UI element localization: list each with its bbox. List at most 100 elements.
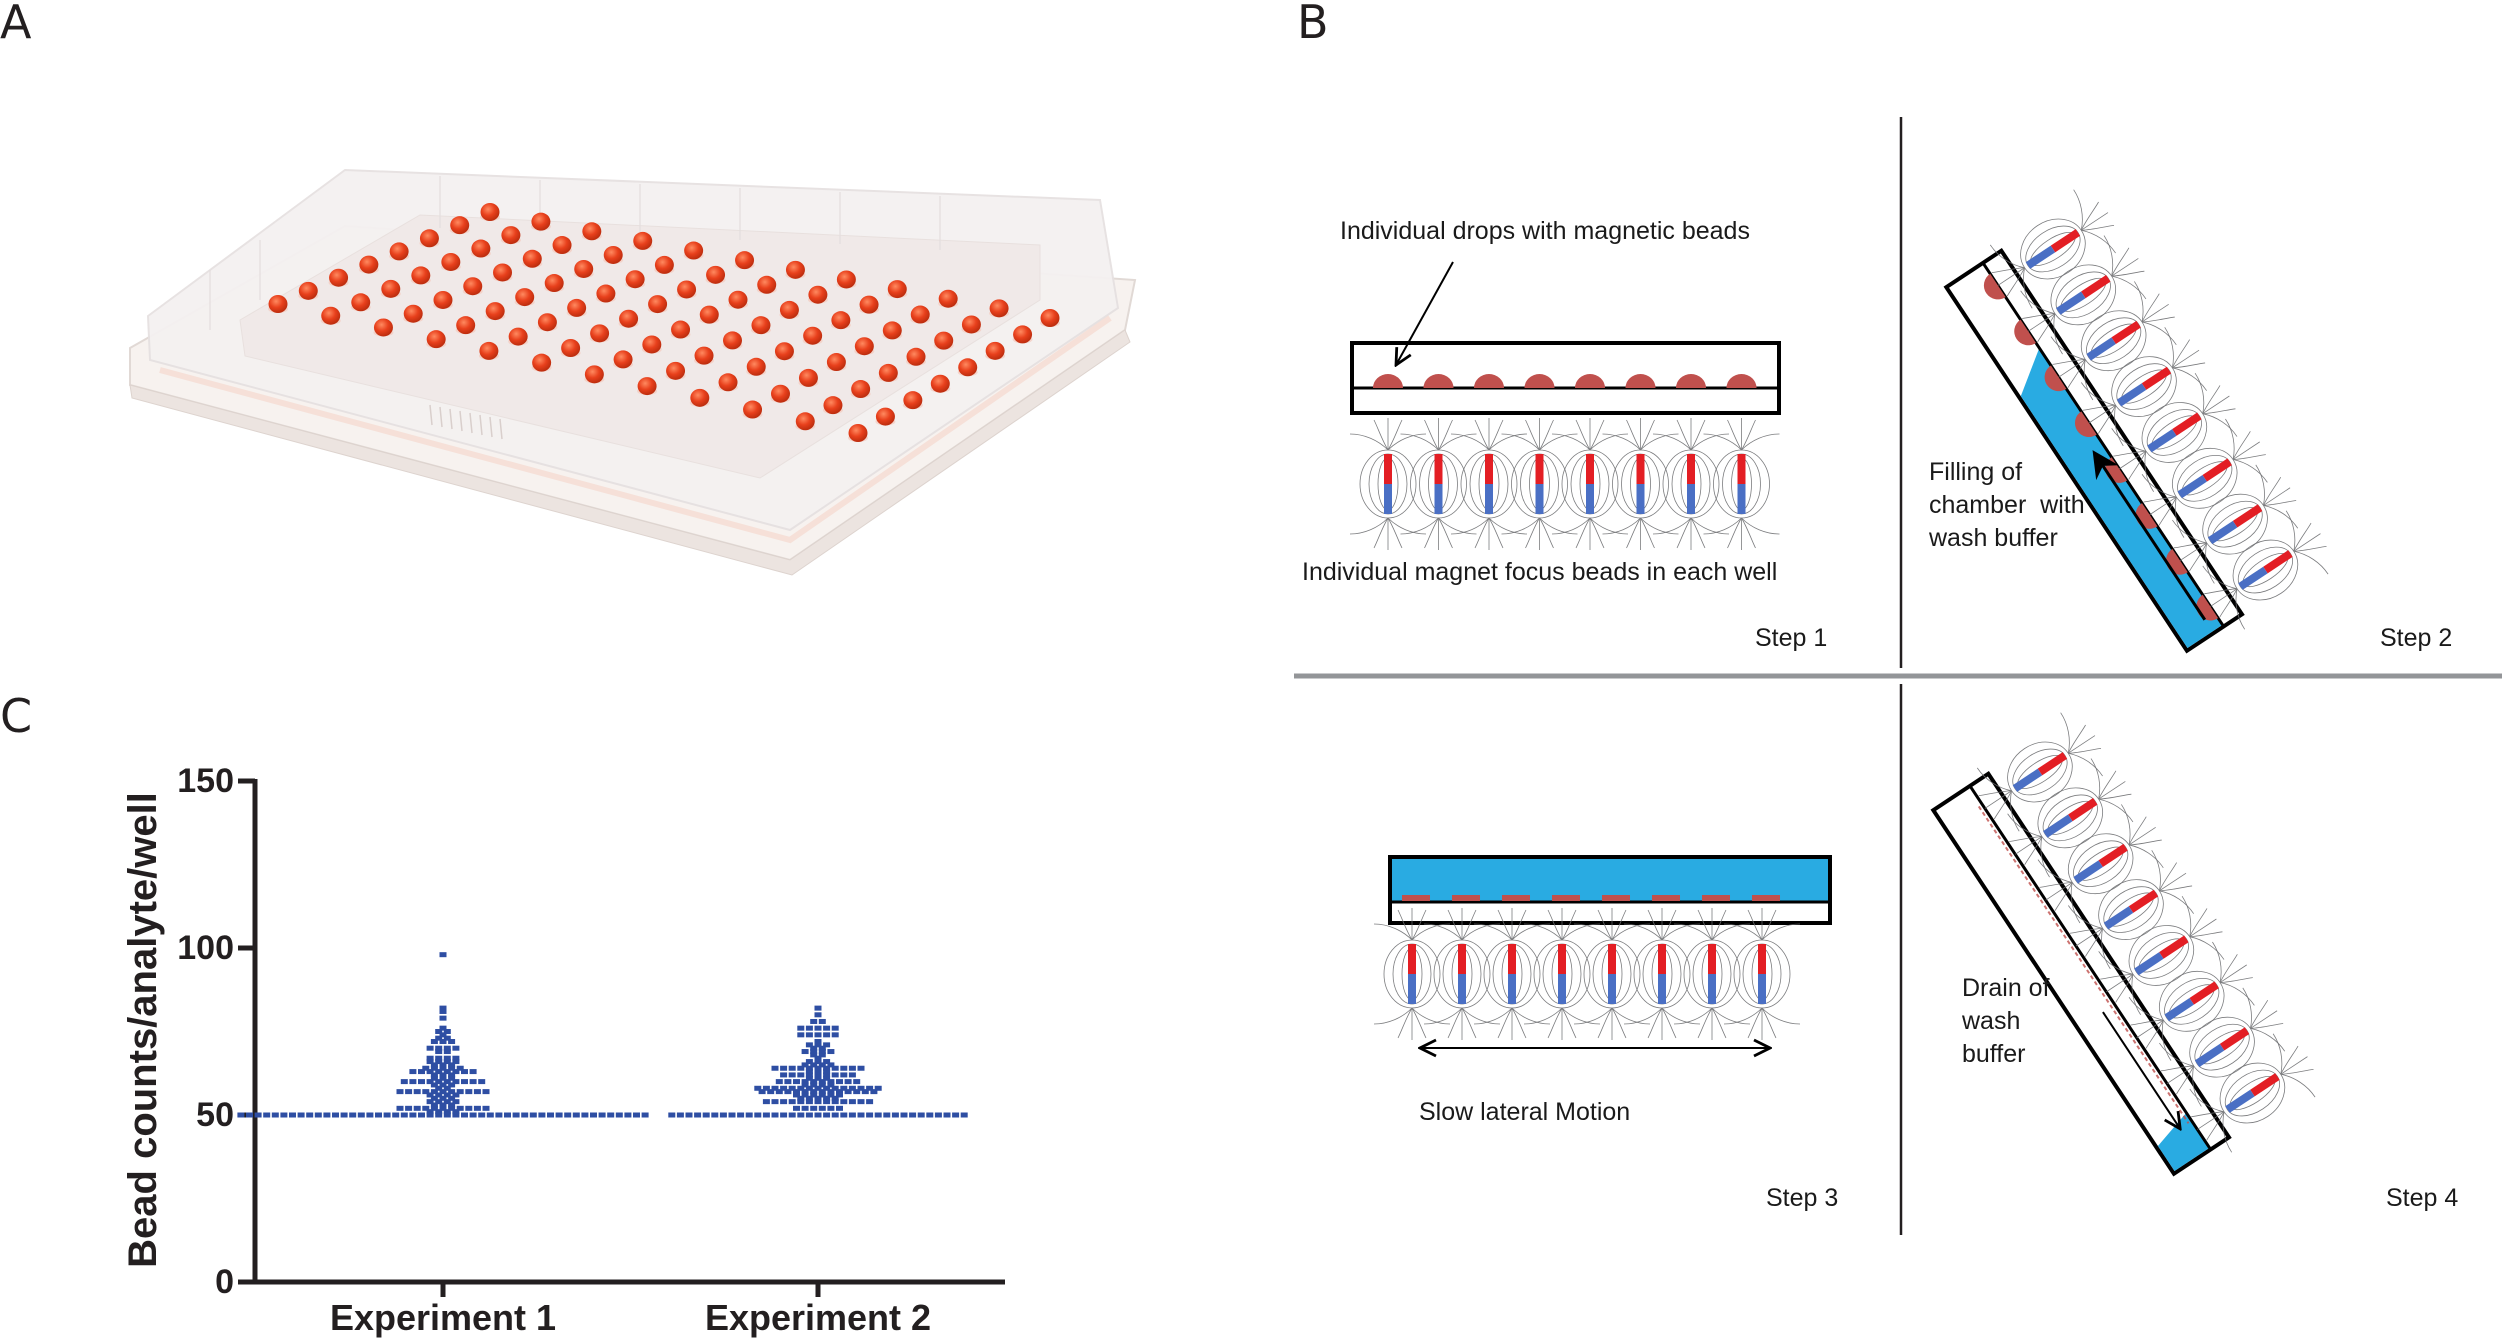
data-point (297, 1112, 305, 1118)
data-point (375, 1112, 382, 1118)
plate-bead (859, 295, 880, 314)
data-point (478, 1112, 486, 1118)
plate-bead (492, 263, 513, 282)
bead-drop (1726, 374, 1757, 388)
data-point (405, 1089, 413, 1095)
data-point (598, 1112, 606, 1118)
data-point (289, 1112, 296, 1118)
plate-bead (746, 357, 767, 376)
magnet-icon (2024, 795, 2178, 933)
data-point (624, 1112, 632, 1118)
magnet-icon (1349, 417, 1427, 551)
data-point (805, 1059, 813, 1065)
plate-bead (440, 252, 461, 271)
bead-drop (1474, 374, 1504, 388)
plate-bead (584, 365, 605, 384)
data-point (801, 1049, 809, 1055)
data-point (797, 1085, 805, 1091)
data-point (633, 1112, 640, 1118)
data-point (823, 1059, 831, 1065)
data-point (422, 1089, 430, 1095)
data-point (306, 1112, 314, 1118)
data-point (482, 1105, 490, 1111)
data-point (848, 1085, 856, 1091)
plate-bead (514, 288, 535, 307)
data-point (788, 1065, 796, 1071)
data-point (737, 1112, 745, 1118)
data-point (745, 1112, 753, 1118)
plate-bead (699, 305, 720, 324)
data-point (366, 1112, 374, 1118)
data-point (836, 1079, 843, 1085)
plate-bead (961, 315, 982, 334)
plate-bead (641, 335, 662, 354)
data-point (818, 1082, 826, 1088)
data-point (762, 1112, 770, 1118)
step3-magnet-array (1373, 907, 1801, 1041)
plate-bead (742, 400, 763, 419)
data-point (409, 1079, 417, 1085)
data-point (340, 1112, 348, 1118)
bead-drop (2166, 548, 2188, 575)
data-point (848, 1065, 856, 1071)
data-point (810, 1045, 818, 1051)
data-point (439, 1095, 447, 1101)
step2-step-label: Step 2 (2380, 624, 2453, 652)
data-point (810, 1049, 818, 1055)
data-point (452, 1045, 460, 1051)
step3-chamber (1388, 855, 1832, 925)
bead-drop (1423, 374, 1454, 388)
data-point (435, 1079, 443, 1085)
data-point (452, 1109, 460, 1115)
data-point (805, 1112, 813, 1118)
magnet-icon (2084, 886, 2238, 1025)
data-point (430, 1105, 438, 1111)
data-point (461, 1112, 468, 1118)
data-point (831, 1072, 839, 1078)
data-point (435, 1085, 443, 1091)
data-point (793, 1092, 800, 1098)
plate-bead (779, 300, 800, 319)
data-point (900, 1112, 908, 1118)
plate-bead (380, 279, 401, 298)
plate-bead (462, 277, 483, 296)
step1-diagram (1349, 261, 1781, 551)
data-point (793, 1079, 800, 1085)
data-point (814, 1025, 822, 1031)
data-point (823, 1072, 831, 1078)
data-point (439, 1065, 447, 1071)
bead-drop (2105, 457, 2128, 483)
panel-label-a: A (0, 0, 32, 49)
plate-bead (930, 374, 951, 393)
data-point (426, 1092, 434, 1098)
data-point (814, 1042, 822, 1048)
plate-bead (537, 313, 558, 332)
panel-a-plate-image (129, 168, 1137, 576)
plate-bead (581, 222, 602, 241)
step2-flow-arrow (2092, 450, 2207, 621)
data-point (448, 1065, 456, 1071)
data-point (823, 1032, 831, 1038)
data-point (430, 1075, 438, 1081)
data-point (926, 1112, 934, 1118)
data-point (883, 1112, 891, 1118)
plate-bead (734, 251, 755, 270)
data-point (473, 1089, 481, 1095)
plate-bead (882, 321, 903, 340)
data-point (866, 1099, 874, 1105)
data-point (857, 1065, 865, 1071)
plate-bead (613, 350, 634, 369)
step2-caption-line: wash buffer (1929, 524, 2058, 552)
data-point (831, 1112, 839, 1118)
data-point (762, 1085, 770, 1091)
data-point (439, 1102, 447, 1108)
plate-bead (676, 280, 697, 299)
data-point (452, 1069, 460, 1075)
data-point (443, 1109, 451, 1115)
data-point (818, 1045, 826, 1051)
step3-step-label: Step 3 (1766, 1184, 1839, 1212)
data-point (430, 1082, 438, 1088)
data-point (767, 1089, 775, 1095)
data-point (853, 1089, 861, 1095)
bead-drop (1676, 374, 1706, 388)
